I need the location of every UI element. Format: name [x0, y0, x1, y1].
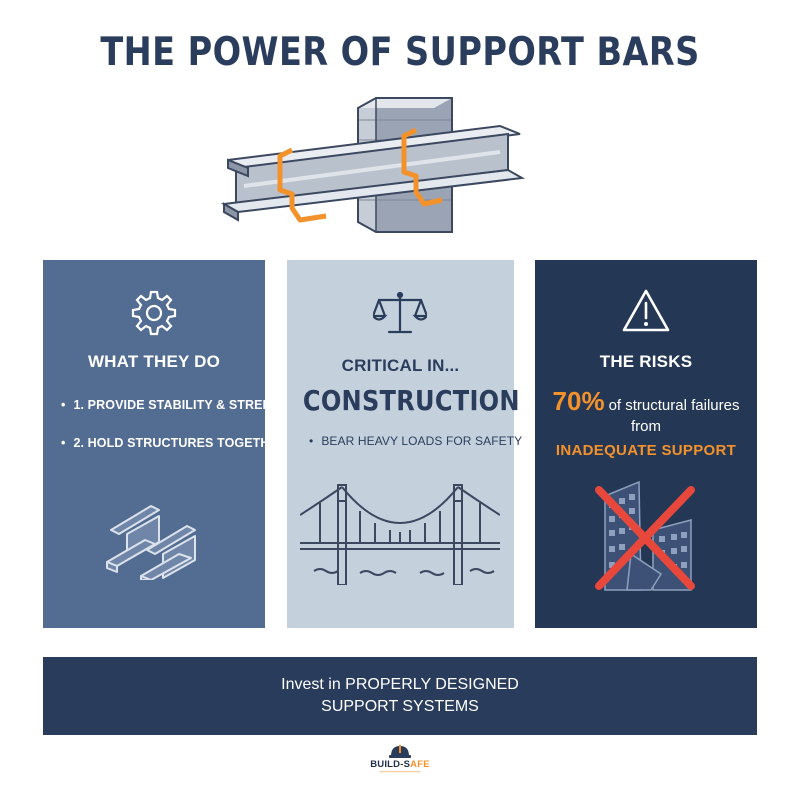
i-beams-icon — [106, 505, 196, 580]
highlight-word: CONSTRUCTION — [302, 384, 520, 417]
panel-what-they-do: WHAT THEY DO •1. PROVIDE STABILITY & STR… — [43, 260, 299, 628]
panel-heading: THE RISKS — [599, 352, 693, 371]
panel-the-risks: THE RISKS 70%of structural failures from… — [535, 260, 757, 628]
list-item: •BEAR HEAVY LOADS FOR SAFETY — [309, 434, 523, 448]
panel-heading: WHAT THEY DO — [87, 352, 221, 371]
stat-text: of structural failures — [608, 397, 740, 414]
stat-from: from — [631, 418, 661, 435]
stat-cause: INADEQUATE SUPPORT — [555, 442, 737, 459]
page-title: THE POWER OF SUPPORT BARS — [100, 30, 700, 75]
bracket-icon — [277, 127, 443, 223]
suspension-bridge-icon — [300, 484, 500, 585]
warning-icon — [622, 289, 670, 332]
banner-line: Invest in PROPERLY DESIGNED — [281, 676, 519, 693]
logo-tagline: ━━━━━━━━━━━━━━━━━━ — [379, 770, 421, 774]
list-item: •2. HOLD STRUCTURES TOGETHER — [61, 436, 288, 450]
collapsed-building-icon — [595, 480, 695, 591]
hard-hat-icon — [389, 745, 411, 758]
list-item: •1. PROVIDE STABILITY & STRENGTH — [61, 398, 299, 412]
banner-line: SUPPORT SYSTEMS — [321, 698, 479, 715]
call-to-action-banner: Invest in PROPERLY DESIGNED SUPPORT SYST… — [43, 657, 757, 735]
stat-line: 70%of structural failures — [535, 386, 757, 417]
support-beam-illustration — [220, 97, 526, 233]
build-safe-logo: BUILD-SAFE ━━━━━━━━━━━━━━━━━━ — [355, 743, 445, 793]
balance-scale-icon — [373, 291, 427, 334]
i-beam-icon — [220, 124, 526, 222]
gear-icon — [131, 290, 177, 336]
panel-critical-in: CRITICAL IN... CONSTRUCTION •BEAR HEAVY … — [287, 260, 523, 628]
stat-value: 70% — [552, 386, 605, 416]
logo-wordmark: BUILD-SAFE — [370, 759, 430, 770]
panel-heading: CRITICAL IN... — [341, 356, 460, 375]
